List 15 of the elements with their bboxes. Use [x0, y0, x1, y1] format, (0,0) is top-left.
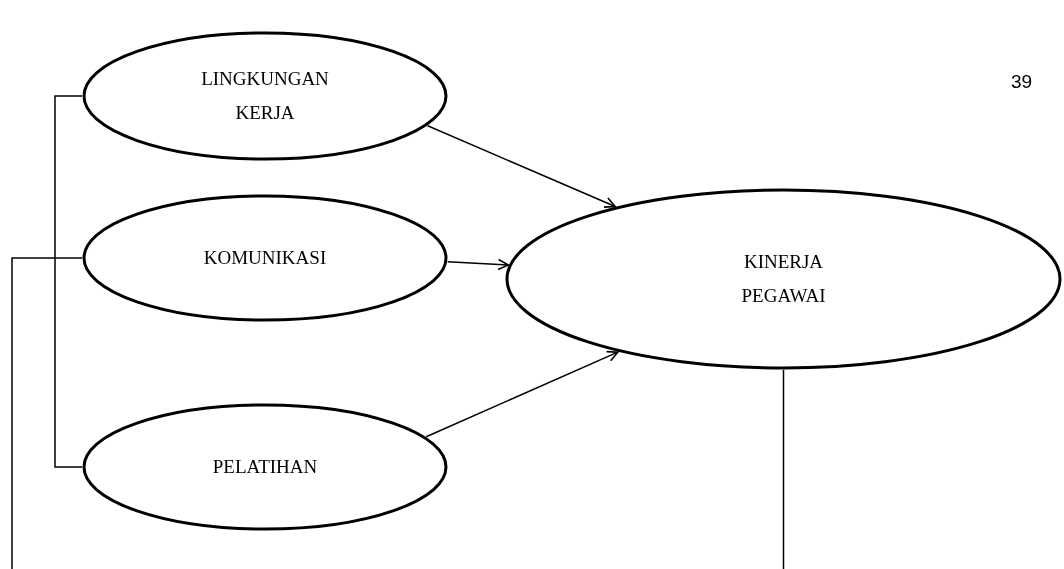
node-label: KOMUNIKASI [203, 246, 327, 270]
ellipse-node [82, 31, 448, 161]
ellipse-node [505, 188, 1062, 370]
node-label: LINGKUNGAN KERJA [200, 67, 330, 125]
ellipse-node [82, 403, 448, 531]
arrow [446, 258, 510, 271]
connector-line [11, 257, 83, 569]
ellipse-node [82, 194, 448, 322]
node-label: PELATIHAN [212, 455, 318, 479]
arrow [426, 125, 616, 208]
arrow [425, 350, 619, 438]
connector-line [54, 95, 83, 468]
node-label: KINERJA PEGAWAI [740, 250, 827, 308]
connector-line [782, 369, 785, 569]
page-number: 39 [1011, 70, 1033, 94]
